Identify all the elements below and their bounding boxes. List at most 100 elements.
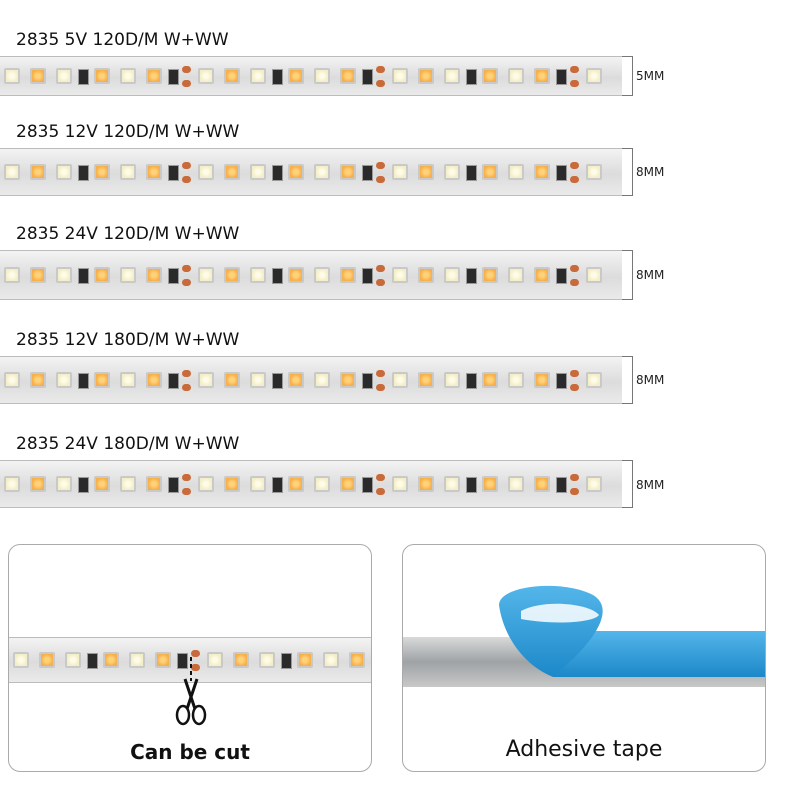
led-chip	[508, 372, 524, 388]
resistor	[272, 69, 283, 85]
adhesive-tape-illustration	[403, 585, 765, 687]
led-chip	[94, 68, 110, 84]
led-chip	[146, 372, 162, 388]
resistor	[78, 268, 89, 284]
scissors-icon	[175, 657, 207, 726]
led-chip	[198, 68, 214, 84]
card-caption: Adhesive tape	[505, 737, 663, 762]
card-caption: Can be cut	[130, 740, 250, 764]
led-chip	[207, 652, 223, 668]
led-chip	[444, 164, 460, 180]
led-chip	[198, 267, 214, 283]
resistor	[466, 373, 477, 389]
led-chip	[129, 652, 145, 668]
led-chip	[508, 267, 524, 283]
led-chip	[120, 476, 136, 492]
led-chip	[534, 164, 550, 180]
led-chip	[56, 372, 72, 388]
solder-pad	[182, 488, 191, 495]
led-chip	[4, 267, 20, 283]
solder-pad	[570, 176, 579, 183]
led-chip	[482, 267, 498, 283]
led-chip	[250, 164, 266, 180]
strip-label: 2835 12V 180D/M W+WW	[16, 330, 240, 350]
adhesive-card: Adhesive tape	[402, 544, 766, 772]
led-chip	[392, 164, 408, 180]
led-chip	[314, 68, 330, 84]
resistor	[78, 165, 89, 181]
led-chip	[39, 652, 55, 668]
solder-pad	[182, 176, 191, 183]
led-chip	[250, 372, 266, 388]
led-chip	[288, 476, 304, 492]
resistor	[466, 268, 477, 284]
led-chip	[314, 164, 330, 180]
led-chip	[250, 476, 266, 492]
led-chip	[146, 164, 162, 180]
led-chip	[288, 164, 304, 180]
resistor	[272, 373, 283, 389]
led-chip	[224, 267, 240, 283]
led-chip	[482, 372, 498, 388]
led-chip	[198, 372, 214, 388]
led-chip	[155, 652, 171, 668]
resistor	[556, 268, 567, 284]
solder-pad	[570, 66, 579, 73]
led-chip	[146, 476, 162, 492]
led-chip	[534, 372, 550, 388]
led-chip	[340, 476, 356, 492]
led-chip	[314, 476, 330, 492]
led-chip	[340, 372, 356, 388]
led-chip	[224, 372, 240, 388]
solder-pad	[570, 279, 579, 286]
led-chip	[444, 372, 460, 388]
resistor	[168, 373, 179, 389]
resistor	[362, 373, 373, 389]
led-chip	[30, 267, 46, 283]
solder-pad	[570, 488, 579, 495]
led-chip	[198, 476, 214, 492]
led-strip-image	[0, 56, 622, 96]
led-chip	[418, 68, 434, 84]
led-chip	[146, 267, 162, 283]
led-chip	[224, 476, 240, 492]
strip-label: 2835 5V 120D/M W+WW	[16, 30, 229, 50]
resistor	[168, 69, 179, 85]
solder-pad	[376, 474, 385, 481]
resistor	[362, 477, 373, 493]
resistor	[87, 653, 98, 669]
strip-label: 2835 12V 120D/M W+WW	[16, 122, 240, 142]
led-chip	[120, 164, 136, 180]
led-chip	[418, 164, 434, 180]
resistor	[168, 165, 179, 181]
resistor	[556, 373, 567, 389]
led-chip	[30, 68, 46, 84]
led-chip	[94, 372, 110, 388]
solder-pad	[182, 66, 191, 73]
led-chip	[94, 164, 110, 180]
dimension-bracket	[622, 148, 633, 196]
led-chip	[146, 68, 162, 84]
led-chip	[444, 476, 460, 492]
led-chip	[508, 68, 524, 84]
led-chip	[224, 164, 240, 180]
led-strip-image	[0, 250, 622, 300]
led-chip	[56, 68, 72, 84]
led-chip	[392, 476, 408, 492]
dimension-label: 8MM	[636, 268, 665, 282]
led-chip	[30, 164, 46, 180]
led-chip	[444, 68, 460, 84]
resistor	[556, 477, 567, 493]
resistor	[177, 653, 188, 669]
dimension-bracket	[622, 56, 633, 96]
solder-pad	[570, 384, 579, 391]
resistor	[362, 268, 373, 284]
led-chip	[314, 372, 330, 388]
solder-pad	[570, 162, 579, 169]
solder-pad	[182, 162, 191, 169]
solder-pad	[376, 80, 385, 87]
led-chip	[224, 68, 240, 84]
led-chip	[508, 476, 524, 492]
dimension-label: 5MM	[636, 69, 665, 83]
led-chip	[4, 372, 20, 388]
